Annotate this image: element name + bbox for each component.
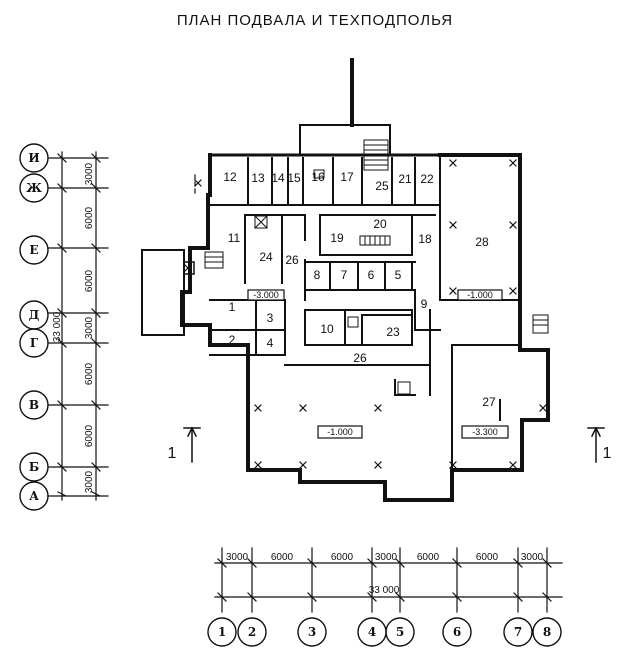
- room-number: 10: [320, 322, 334, 336]
- column-label: 1: [218, 625, 226, 639]
- column-span: 6000: [476, 552, 499, 563]
- room-number: 19: [330, 231, 344, 245]
- room-labels: 1 2 3 4 5 6 7 8 9 10 11 12 13 14 15 16 1…: [223, 170, 496, 409]
- column-span: 6000: [331, 552, 354, 563]
- room-number: 15: [287, 171, 301, 185]
- row-dimensions: 3000 6000 6000 3000 6000 6000 3000 33 00…: [52, 162, 95, 493]
- room-number: 21: [398, 172, 412, 186]
- column-label: 8: [543, 625, 551, 639]
- section-mark-right: 1: [603, 445, 612, 462]
- room-number: 5: [395, 268, 402, 282]
- level-mark: -3.300: [472, 427, 498, 437]
- room-number: 12: [223, 170, 237, 184]
- column-label: 3: [308, 625, 316, 639]
- row-axis-circles: [19, 143, 49, 511]
- column-dimensions: 3000 6000 6000 3000 6000 6000 3000 33 00…: [226, 552, 544, 596]
- room-number: 23: [386, 325, 400, 339]
- column-axis-labels: 1 2 3 4 5 6 7 8: [218, 625, 551, 639]
- column-total: 33 000: [369, 585, 400, 596]
- page-title: ПЛАН ПОДВАЛА И ТЕХПОДПОЛЬЯ: [176, 12, 454, 29]
- room-number: 22: [420, 172, 434, 186]
- row-label: Ж: [26, 181, 42, 195]
- room-number: 16: [311, 170, 325, 184]
- row-label: Д: [29, 308, 40, 322]
- room-number: 24: [259, 250, 273, 264]
- level-mark: -3.000: [253, 290, 279, 300]
- row-total: 33 000: [52, 311, 63, 342]
- room-number: 26: [285, 253, 299, 267]
- row-span: 3000: [84, 162, 95, 185]
- room-number: 8: [314, 268, 321, 282]
- row-span: 6000: [84, 206, 95, 229]
- room-number: 18: [418, 232, 432, 246]
- level-mark: -1.000: [467, 290, 493, 300]
- room-number: 25: [375, 179, 389, 193]
- level-mark: -1.000: [327, 427, 353, 437]
- room-number: 26: [353, 351, 367, 365]
- room-number: 4: [267, 336, 274, 350]
- row-axis-labels: И Ж Е Д Г В Б А: [26, 151, 42, 503]
- column-label: 5: [396, 625, 404, 639]
- projection-dashed: [194, 124, 301, 196]
- column-marks: [184, 159, 547, 469]
- room-number: 2: [229, 333, 236, 347]
- row-span: 6000: [84, 269, 95, 292]
- room-number: 1: [229, 300, 236, 314]
- room-number: 28: [475, 235, 489, 249]
- column-span: 3000: [521, 552, 544, 563]
- row-grid: [47, 151, 109, 501]
- level-marks: [247, 289, 509, 439]
- room-number: 17: [340, 170, 354, 184]
- row-label: Б: [29, 460, 39, 474]
- stair-block-left: [183, 261, 195, 275]
- room-number: 11: [228, 231, 241, 245]
- column-axis-circles: [207, 617, 562, 647]
- row-span: 3000: [84, 470, 95, 493]
- row-label: В: [29, 398, 39, 412]
- column-span: 3000: [375, 552, 398, 563]
- column-label: 2: [248, 625, 256, 639]
- room-number: 20: [373, 217, 387, 231]
- stairs: [204, 139, 549, 395]
- column-label: 4: [368, 625, 376, 639]
- room-number: 6: [368, 268, 375, 282]
- section-marks: [183, 426, 605, 463]
- column-span: 6000: [271, 552, 294, 563]
- room-number: 13: [251, 171, 265, 185]
- row-label: Е: [29, 243, 38, 257]
- section-mark-left: 1: [168, 445, 177, 462]
- row-label: Г: [30, 336, 39, 350]
- row-label: И: [28, 151, 39, 165]
- room-number: 7: [341, 268, 348, 282]
- column-label: 7: [514, 625, 522, 639]
- room-number: 14: [271, 171, 285, 185]
- entry-annex: [141, 249, 185, 336]
- row-span: 3000: [84, 316, 95, 339]
- row-label: А: [29, 489, 39, 503]
- column-span: 6000: [417, 552, 440, 563]
- row-span: 6000: [84, 424, 95, 447]
- column-span: 3000: [226, 552, 249, 563]
- column-grid: [214, 547, 563, 613]
- room-number: 3: [267, 311, 274, 325]
- row-span: 6000: [84, 362, 95, 385]
- room-number: 27: [482, 395, 496, 409]
- column-label: 6: [453, 625, 461, 639]
- interior-walls: [209, 157, 521, 471]
- room-number: 9: [421, 297, 428, 311]
